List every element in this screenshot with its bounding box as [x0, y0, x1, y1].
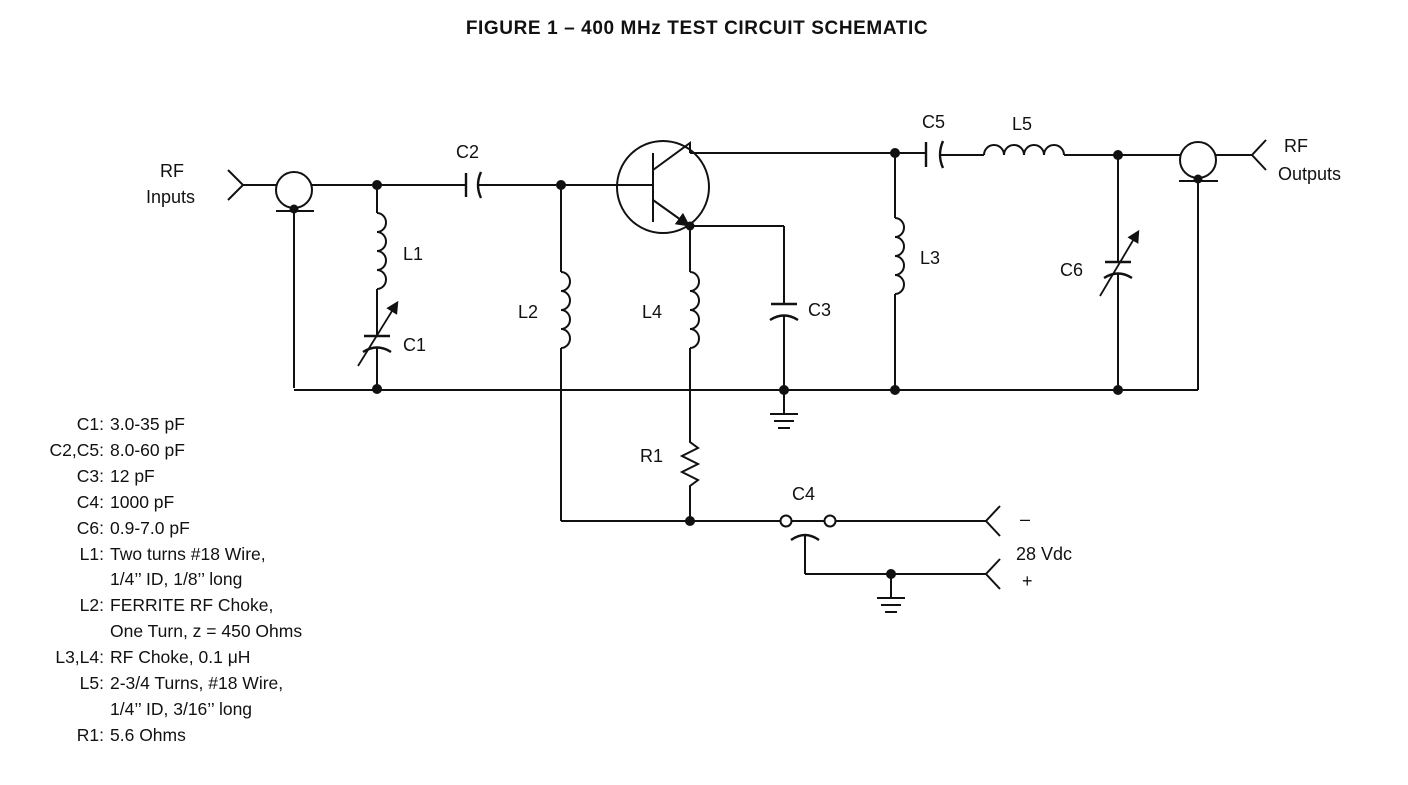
rf-input-label-line1: RF — [160, 161, 184, 181]
variable-capacitor-c1 — [357, 300, 399, 388]
c1-label: C1 — [403, 335, 426, 355]
parts-row: 1/4’’ ID, 1/8’’ long — [20, 567, 440, 593]
part-ref: C2,C5: — [49, 439, 104, 460]
inductor-l4 — [689, 226, 700, 432]
parts-row: 1/4’’ ID, 3/16’’ long — [20, 697, 440, 723]
c6-label: C6 — [1060, 260, 1083, 280]
part-desc: 8.0-60 pF — [110, 439, 185, 460]
c2-label: C2 — [456, 142, 479, 162]
part-desc: 5.6 Ohms — [110, 724, 186, 745]
inductor-l2 — [560, 185, 571, 521]
capacitor-c4 — [790, 533, 1001, 590]
l4-label: L4 — [642, 302, 662, 322]
part-desc: 2-3/4 Turns, #18 Wire, — [110, 673, 284, 694]
part-desc: 3.0-35 pF — [110, 414, 185, 434]
variable-capacitor-c6 — [1099, 155, 1140, 390]
part-ref: C1: — [76, 414, 104, 434]
part-desc: 12 pF — [110, 465, 155, 486]
bias-feed-line — [561, 505, 1001, 537]
parts-row: C3: 12 pF — [20, 464, 440, 490]
l3-label: L3 — [920, 248, 940, 268]
parts-row: C1: 3.0-35 pF — [20, 412, 440, 438]
supply-plus-label: + — [1022, 571, 1033, 591]
l1-label: L1 — [403, 244, 423, 264]
capacitor-c2 — [464, 171, 483, 199]
part-ref: C3: — [76, 465, 104, 486]
parts-row: L2: FERRITE RF Choke, — [20, 593, 440, 619]
parts-row: One Turn, z = 450 Ohms — [20, 619, 440, 645]
rf-input-label-line2: Inputs — [146, 187, 195, 207]
rf-output-label-line2: Outputs — [1278, 164, 1341, 184]
part-ref — [20, 619, 104, 645]
part-desc: 1/4’’ ID, 3/16’’ long — [110, 698, 253, 719]
parts-row: C6: 0.9-7.0 pF — [20, 516, 440, 542]
part-desc: 0.9-7.0 pF — [110, 517, 190, 538]
parts-row: C2,C5: 8.0-60 pF — [20, 438, 440, 464]
part-desc: Two turns #18 Wire, — [110, 543, 266, 564]
parts-row: L1: Two turns #18 Wire, — [20, 542, 440, 568]
ground-symbol-supply — [877, 574, 905, 613]
part-desc: One Turn, z = 450 Ohms — [110, 621, 303, 642]
c3-label: C3 — [808, 300, 831, 320]
parts-list: C1: 3.0-35 pF C2,C5: 8.0-60 pF C3: 12 pF C4… — [20, 412, 440, 749]
emitter-node — [685, 221, 785, 304]
transistor-q1 — [616, 140, 710, 234]
parts-row: L5: 2-3/4 Turns, #18 Wire, — [20, 671, 440, 697]
rf-input-connector — [227, 169, 314, 214]
part-ref — [20, 697, 104, 723]
output-rail — [690, 144, 1180, 160]
part-ref: L1: — [79, 543, 104, 564]
inductor-l3 — [894, 153, 905, 390]
parts-row: R1: 5.6 Ohms — [20, 723, 440, 749]
part-ref: C6: — [76, 517, 104, 538]
part-ref: L5: — [79, 673, 104, 694]
part-ref: C4: — [76, 491, 104, 512]
resistor-r1 — [679, 432, 701, 521]
part-desc: 1/4’’ ID, 1/8’’ long — [110, 569, 243, 590]
part-desc: RF Choke, 0.1 μH — [110, 647, 251, 668]
capacitor-c3 — [769, 302, 799, 390]
parts-row: C4: 1000 pF — [20, 490, 440, 516]
l5-label: L5 — [1012, 114, 1032, 134]
supply-voltage-label: 28 Vdc — [1016, 544, 1072, 564]
r1-label: R1 — [640, 446, 663, 466]
capacitor-c5 — [924, 140, 945, 169]
c5-label: C5 — [922, 112, 945, 132]
c4-label: C4 — [792, 484, 815, 504]
ground-rail — [294, 384, 1198, 395]
figure-title: FIGURE 1 – 400 MHz TEST CIRCUIT SCHEMATI… — [465, 18, 929, 39]
supply-minus-label: – — [1020, 509, 1030, 529]
part-ref: L2: — [79, 595, 104, 616]
parts-row: L3,L4: RF Choke, 0.1 μH — [20, 645, 440, 671]
l2-label: L2 — [518, 302, 538, 322]
input-rail — [312, 180, 617, 190]
part-ref: R1: — [76, 724, 104, 745]
part-ref: L3,L4: — [55, 647, 104, 668]
part-desc: FERRITE RF Choke, — [110, 595, 274, 616]
ground-symbol-main — [770, 390, 798, 429]
part-ref — [20, 567, 104, 593]
rf-output-label-line1: RF — [1284, 136, 1308, 156]
inductor-l1 — [376, 185, 387, 335]
part-desc: 1000 pF — [110, 491, 175, 512]
rf-output-connector — [1179, 139, 1267, 390]
